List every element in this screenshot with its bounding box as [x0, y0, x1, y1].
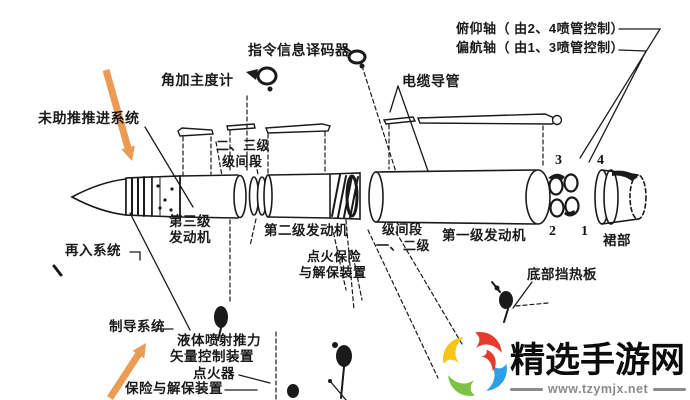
accelerometer-component-icon: [246, 66, 278, 92]
label-reentry-system: 再入系统: [65, 243, 121, 258]
decoder-component-icon: [343, 46, 367, 69]
raceway-strips: [177, 113, 563, 137]
solid-leader-lines: [129, 28, 662, 400]
stray-mark: [52, 264, 63, 277]
label-ignition-safe-arm-line2: 与解保装置: [299, 264, 367, 280]
label-second-stage-engine: 第二级发动机: [264, 223, 348, 238]
nozzle-number-1: 1: [581, 224, 588, 239]
label-interstage-1-2: 级间段 一、二级: [376, 222, 430, 253]
second-stage-section: [263, 172, 361, 220]
label-pitch-axis: 俯仰轴（ 由2、4喷管控制）: [456, 21, 625, 36]
watermark-right-dash: [653, 387, 686, 391]
label-igniter: 点火器: [193, 366, 235, 381]
watermark-left-dash: [510, 387, 543, 391]
label-unboosted-propulsion: 未助推推进系统: [38, 110, 140, 126]
label-angular-accelerometer: 角加主度计: [161, 72, 234, 88]
label-yaw-axis: 偏航轴（ 由1、3喷管控制）: [456, 40, 625, 55]
label-command-decoder: 指令信息译码器: [248, 42, 350, 58]
watermark-url-row: www.tzymjx.net: [510, 382, 686, 396]
label-safety-arming: 保险与解保装置: [125, 381, 223, 396]
third-stage-section: [179, 174, 247, 219]
leader-dot: [328, 379, 332, 383]
heat-shield-component-icon: [491, 281, 513, 323]
nozzle-number-2: 2: [549, 224, 556, 239]
skirt-section: [594, 169, 647, 225]
label-skirt: 裙部: [603, 233, 631, 248]
label-litvc: 液体喷射推力 矢量控制装置: [170, 333, 261, 365]
label-interstage-2-3-line2: 级间段: [222, 153, 263, 169]
label-bottom-heat-shield: 底部挡热板: [527, 267, 597, 282]
nozzle-number-4: 4: [597, 153, 604, 168]
nose-cone: [70, 178, 127, 216]
label-third-stage-line1: 第三级: [169, 214, 211, 229]
dashed-leader-lines: [182, 65, 549, 400]
label-interstage-2-3: 二、三级 级间段: [216, 138, 270, 169]
label-interstage-1-2-line1: 级间段: [382, 222, 423, 237]
igniter-component-icon: [332, 342, 352, 399]
site-logo-pinwheel-icon: [443, 332, 507, 396]
watermark-site-name: 精选手游网: [510, 341, 686, 380]
label-interstage-1-2-line2: 一、二级: [376, 237, 431, 253]
label-cable-conduit: 电缆导管: [402, 73, 460, 89]
small-component-icon: [287, 384, 299, 398]
orange-arrow-top: [102, 69, 135, 161]
orange-arrow-bottom: [107, 343, 146, 400]
label-guidance-system: 制导系统: [109, 319, 165, 334]
label-interstage-2-3-line1: 二、三级: [216, 138, 271, 153]
label-ignition-safe-arm: 点火保险 与解保装置: [299, 249, 367, 280]
first-stage-section: [368, 169, 551, 225]
label-third-stage-engine: 第三级 发动机: [169, 214, 211, 246]
label-third-stage-line2: 发动机: [169, 230, 211, 246]
nozzle-number-3: 3: [555, 153, 562, 168]
label-ignition-safe-arm-line1: 点火保险: [307, 249, 362, 264]
reentry-section: [125, 175, 181, 218]
litvc-component-icon: [214, 306, 228, 341]
label-litvc-line1: 液体喷射推力: [177, 333, 261, 348]
watermark-site-url: www.tzymjx.net: [547, 382, 649, 396]
label-litvc-line2: 矢量控制装置: [170, 349, 254, 365]
nozzle-cluster: [548, 173, 580, 218]
label-first-stage-engine: 第一级发动机: [442, 228, 526, 243]
